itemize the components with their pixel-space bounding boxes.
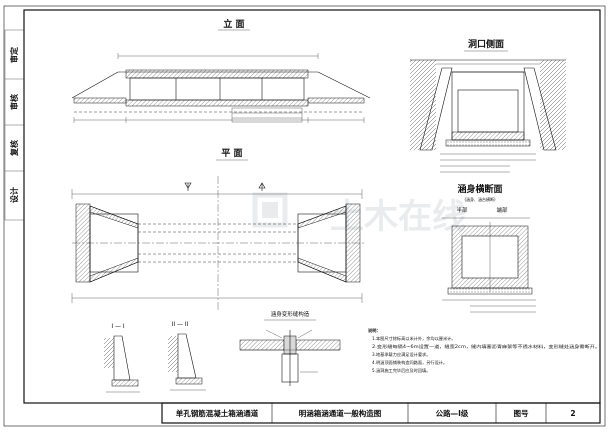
- note-line-4: 4.明涵顶面铺装构造同路面，另行设计。: [372, 359, 447, 366]
- watermark-logo: [252, 192, 288, 228]
- section-body-title: 涵身横断面: [457, 183, 502, 195]
- note-line-2: 2.变形缝每隔4~6m设置一道，缝宽2cm，缝内填塞沥青麻絮等不透水材料，变形缝…: [372, 343, 600, 350]
- title-drawing: 明涵箱涵通道一般构造图: [299, 408, 382, 418]
- title-grade: 公路—I级: [436, 408, 469, 418]
- title-project: 单孔钢筋混凝土箱涵通道: [176, 408, 259, 418]
- note-line-5: 5.涵洞施工完毕后应及时回填。: [372, 367, 430, 374]
- elevation-view: [71, 53, 371, 123]
- side-label-check: 复核: [9, 140, 19, 157]
- elevation-title: 立 面: [223, 18, 244, 30]
- section-2-view: [168, 333, 206, 391]
- note-line-3: 3.地基承载力应满足设计要求。: [372, 351, 430, 358]
- sheet-frame: [3, 5, 606, 427]
- plan-view: [71, 176, 364, 310]
- title-no-label: 图号: [514, 409, 529, 418]
- signature-column: 审定 审核 复核 设计: [4, 29, 25, 221]
- note-line-1: 1.本图尺寸除标高以米计外，余均以厘米计。: [372, 335, 456, 342]
- portal-title: 洞口侧面: [468, 38, 504, 50]
- section-half-end: 端部: [496, 206, 508, 214]
- section-2-title: II — II: [172, 321, 189, 328]
- section-half-mid: 半部: [456, 206, 468, 214]
- title-block: 单孔钢筋混凝土箱涵通道 明涵箱涵通道一般构造图 公路—I级 图号 2: [161, 402, 601, 424]
- section-1-view: [104, 335, 140, 393]
- section-body-subtitle: (涵身、涵台横断): [464, 196, 496, 202]
- section-1-title: I — I: [111, 323, 125, 330]
- joint-title: 涵身变形缝构造: [271, 310, 310, 318]
- section-body-view: [442, 217, 536, 313]
- notes-block: 说明： 1.本图尺寸除标高以米计外，余均以厘米计。 2.变形缝每隔4~6m设置一…: [368, 327, 600, 374]
- title-no-value: 2: [570, 409, 575, 418]
- side-label-approve: 审定: [9, 47, 19, 63]
- joint-detail-view: [239, 319, 341, 386]
- plan-title: 平 面: [221, 148, 242, 159]
- notes-heading: 说明：: [368, 327, 381, 334]
- side-label-design: 设计: [9, 187, 19, 203]
- side-label-review: 审核: [9, 94, 19, 110]
- portal-view: [410, 59, 566, 173]
